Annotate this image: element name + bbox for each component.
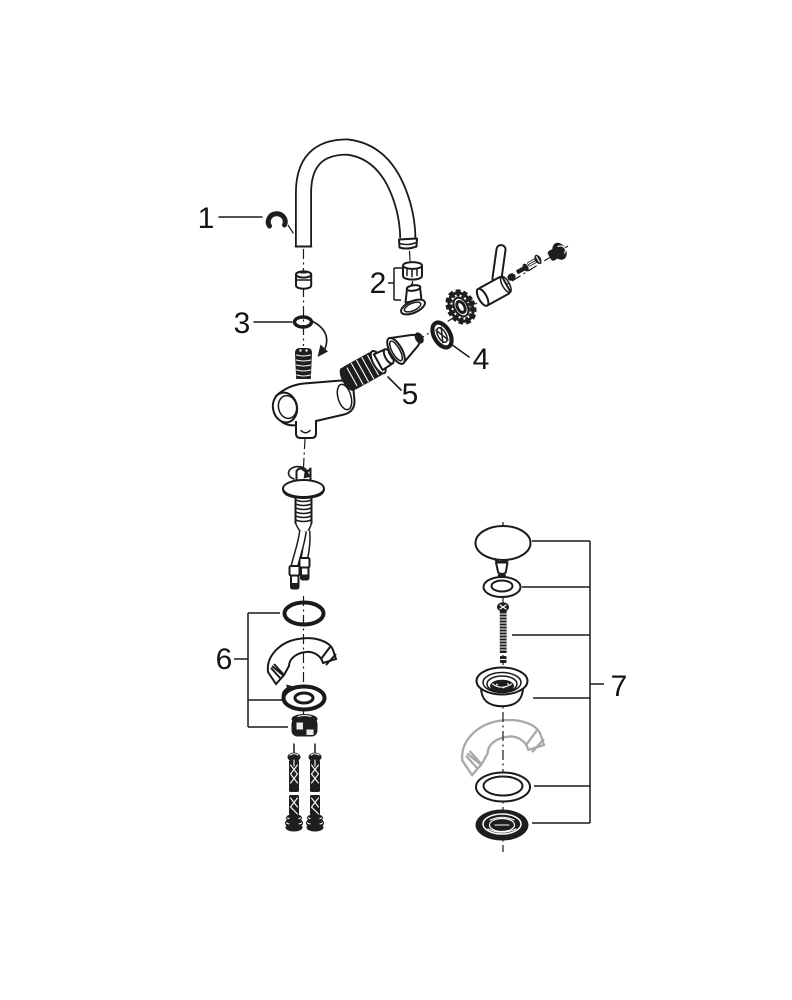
handle-cap bbox=[547, 242, 567, 261]
threaded-boss bbox=[295, 348, 312, 379]
part-number-4: 4 bbox=[473, 343, 490, 376]
mounting-shank bbox=[282, 465, 325, 534]
hose-guide-tab bbox=[295, 420, 317, 439]
hose-fitting bbox=[298, 557, 311, 581]
faucet-body bbox=[271, 379, 356, 439]
aerator-set bbox=[400, 261, 426, 316]
label-part1: 1 bbox=[198, 202, 263, 235]
mounting-set bbox=[266, 596, 337, 737]
spout-bushing bbox=[295, 270, 313, 290]
waste-screw bbox=[497, 602, 509, 663]
mounting-nut bbox=[291, 714, 318, 737]
part-number-7: 7 bbox=[611, 670, 628, 703]
dome-escutcheon bbox=[386, 332, 424, 365]
waste-stopper bbox=[474, 525, 532, 578]
waste-strainer-body bbox=[475, 809, 529, 841]
clamp-washer bbox=[281, 684, 327, 712]
o-ring-part3 bbox=[292, 315, 314, 329]
label-part4: 4 bbox=[450, 343, 490, 376]
retaining-clip bbox=[265, 211, 288, 229]
label-part3: 3 bbox=[234, 307, 293, 340]
toothed-ring bbox=[445, 289, 477, 325]
mounting-horseshoe-bracket bbox=[266, 637, 337, 685]
label-part7: 7 bbox=[512, 540, 628, 824]
stopper-seal-ring bbox=[482, 576, 522, 598]
mousseur bbox=[400, 284, 426, 316]
handle-lever bbox=[475, 244, 512, 307]
part-number-6: 6 bbox=[216, 643, 233, 676]
label-part2: 2 bbox=[370, 267, 402, 301]
label-part5: 5 bbox=[387, 376, 419, 411]
escutcheon-ring bbox=[430, 320, 454, 350]
supply-hoses bbox=[288, 530, 311, 590]
flow-straightener bbox=[402, 261, 423, 281]
sink-deck-ghost bbox=[461, 718, 546, 777]
spout-aerator-tip bbox=[398, 237, 418, 250]
part-number-3: 3 bbox=[234, 307, 251, 340]
mounting-stud bbox=[285, 743, 303, 832]
waste-flange bbox=[475, 666, 529, 708]
waste-set bbox=[461, 522, 546, 852]
flange-seal-washer bbox=[475, 771, 531, 803]
axis-lines bbox=[287, 224, 569, 468]
grub-screw bbox=[516, 263, 529, 274]
label-part6: 6 bbox=[216, 612, 288, 728]
mounting-stud bbox=[306, 743, 324, 832]
handle-screw bbox=[527, 254, 542, 267]
rotation-arrow bbox=[311, 320, 328, 357]
part-number-1: 1 bbox=[198, 202, 215, 235]
hose-fitting bbox=[288, 565, 301, 590]
set-screw-dot bbox=[507, 273, 516, 281]
spout bbox=[294, 138, 418, 250]
part-number-5: 5 bbox=[402, 378, 419, 411]
base-o-ring bbox=[282, 600, 326, 627]
part-number-2: 2 bbox=[370, 267, 387, 300]
